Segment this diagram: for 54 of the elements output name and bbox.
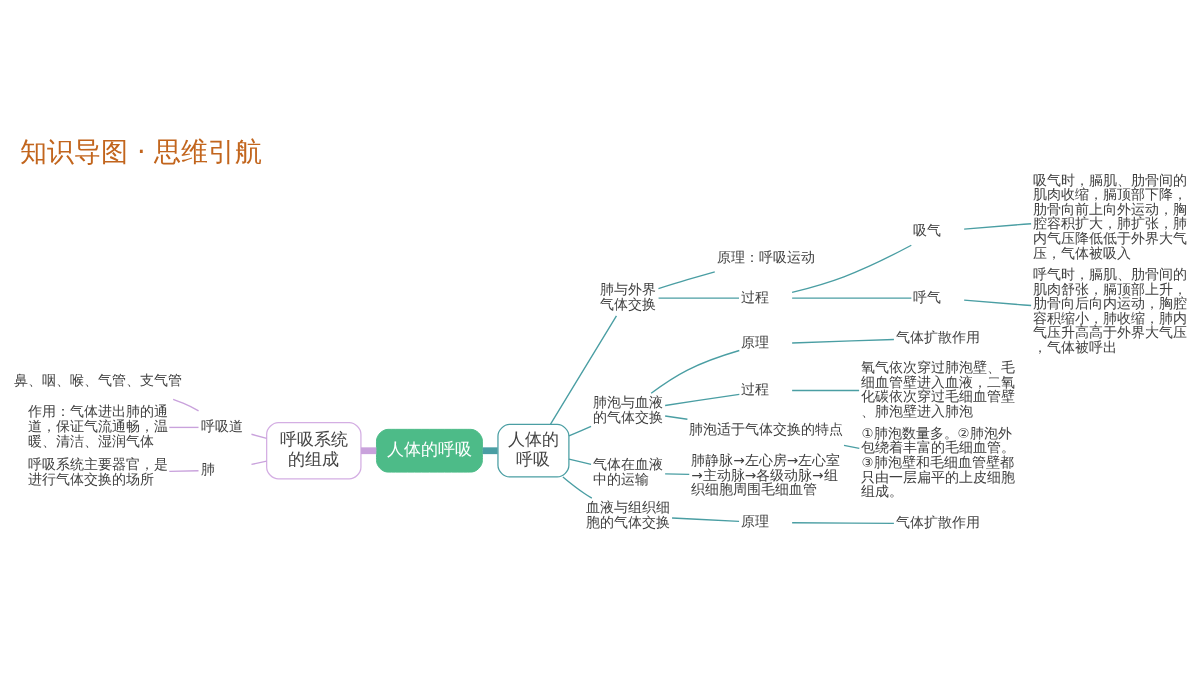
- connector: [172, 398, 200, 411]
- node-text: 呼气时，膈肌、肋骨间的肌肉舒张，膈顶部上升，肋骨向后向内运动，胸腔容积缩小，肺收缩，肺内气压升高高于外界大气压，气体被呼出: [1033, 265, 1188, 355]
- node-text: 肺泡适于气体交换的特点: [689, 420, 844, 437]
- node-text: 气体扩散作用: [895, 328, 980, 345]
- connector: [664, 472, 690, 475]
- node-text: 血液与组织细胞的气体交换: [586, 498, 671, 530]
- node-box: 人体的呼吸: [497, 423, 570, 478]
- node-text: 过程: [741, 380, 770, 397]
- node-text: 氧气依次穿过肺泡壁、毛细血管壁进入血液，二氧化碳依次穿过毛细血管壁、肺泡壁进入肺泡: [861, 358, 1016, 419]
- node-text: 吸气时，膈肌、肋骨间的肌肉收缩，膈顶部下降，肋骨向前上向外运动，胸腔容积扩大，肺扩张，肺内气压降低低于外界大气压，气体被吸入: [1033, 171, 1188, 261]
- node-text: 吸气: [913, 221, 942, 238]
- connector: [568, 457, 592, 465]
- connector: [963, 222, 1032, 230]
- node-text: ①肺泡数量多。②肺泡外包绕着丰富的毛细血管。③肺泡壁和毛细血管壁都只由一层扁平的上皮细胞组成。: [861, 424, 1016, 499]
- node-text: 肺泡与血液的气体交换: [593, 393, 664, 425]
- connector: [671, 516, 740, 522]
- node-text: 肺与外界气体交换: [600, 280, 656, 312]
- node-text: 呼气: [913, 288, 942, 305]
- connector: [791, 338, 895, 344]
- node-text: 肺: [200, 460, 215, 477]
- node-text: 原理: [741, 333, 770, 350]
- node-text: 气体扩散作用: [895, 513, 980, 530]
- connector: [664, 393, 740, 406]
- connector: [482, 446, 498, 454]
- connector: [361, 446, 377, 454]
- connector: [843, 444, 860, 449]
- connector: [250, 433, 268, 439]
- node-text: 气体在血液中的运输: [593, 455, 664, 487]
- connector: [791, 389, 860, 391]
- diagram-title: 知识导图 · 思维引航: [20, 135, 263, 167]
- connector: [791, 296, 913, 299]
- node-box: 人体的呼吸: [376, 428, 483, 473]
- connector: [791, 521, 895, 524]
- connector: [791, 244, 912, 293]
- connector: [664, 414, 689, 420]
- node-text: 过程: [741, 288, 770, 305]
- connector: [250, 459, 268, 465]
- node-text: 鼻、咽、喉、气管、支气管: [13, 371, 182, 388]
- node-box: 呼吸系统的组成: [266, 421, 362, 480]
- node-text: 原理：呼吸运动: [717, 248, 816, 265]
- connector: [562, 475, 593, 499]
- node-text: 原理: [741, 512, 770, 529]
- connector: [568, 425, 592, 437]
- node-text: 作用：气体进出肺的通道，保证气流通畅，温暖、清洁、湿润气体: [28, 402, 169, 449]
- node-text: 呼吸道: [200, 417, 243, 434]
- connector: [650, 349, 740, 394]
- node-text: 呼吸系统主要器官，是进行气体交换的场所: [28, 455, 169, 487]
- connector: [657, 296, 740, 299]
- connector: [657, 270, 716, 289]
- connector: [168, 426, 200, 428]
- connector: [168, 469, 200, 472]
- connector: [963, 299, 1032, 306]
- connector: [549, 314, 618, 425]
- node-text: 肺静脉→左心房→左心室→主动脉→各级动脉→组织细胞周围毛细血管: [691, 451, 841, 497]
